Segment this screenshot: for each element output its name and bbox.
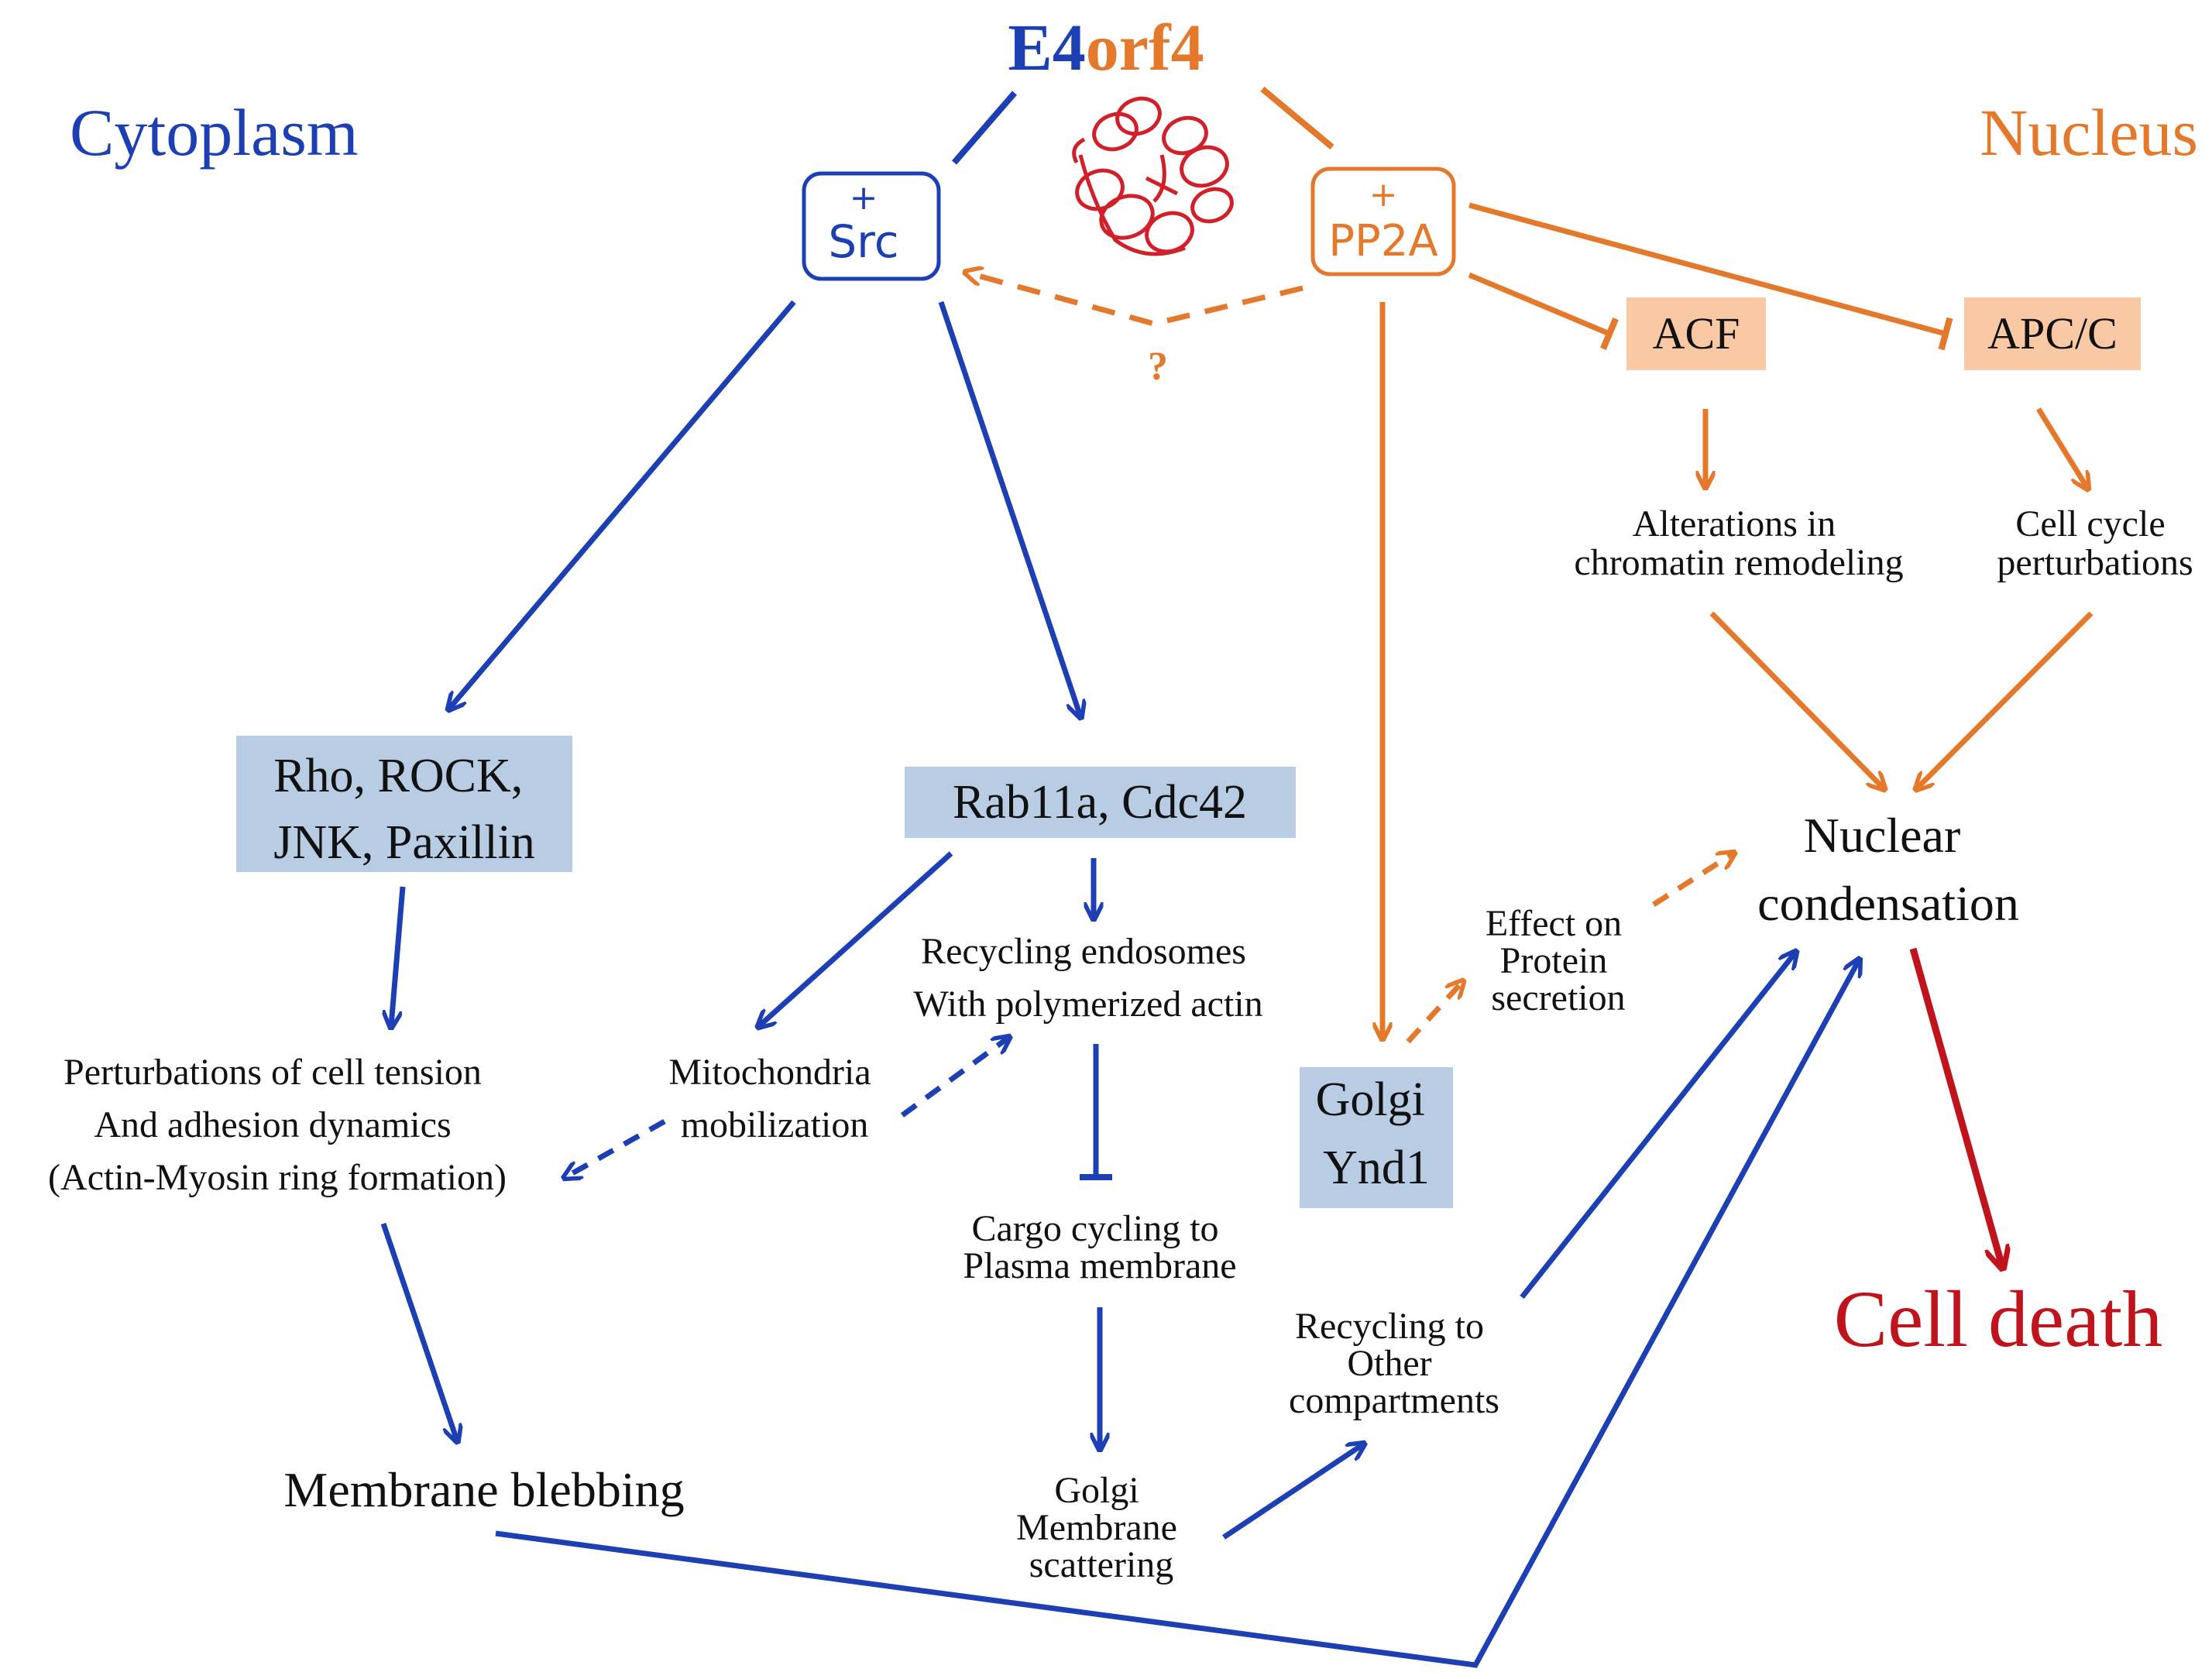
acf-label: ACF — [1653, 308, 1740, 359]
nuclear-line1: Nuclear — [1804, 808, 1961, 863]
cargo-line1: Cargo cycling to — [971, 1208, 1218, 1249]
apcc-box — [1964, 297, 2141, 370]
edge-src-rab — [938, 300, 1080, 716]
edge-nuclear-celldeath — [1909, 947, 2002, 1266]
edge-chromatin-nuclear — [1709, 611, 1884, 788]
chromatin-text: Alterations in chromatin remodeling — [1574, 503, 1903, 583]
rho-line2: JNK, Paxillin — [273, 816, 535, 869]
edge-mitochondria-perturbations-dashed — [565, 1118, 666, 1177]
recycling-other-line2: Other — [1347, 1343, 1431, 1384]
pp2a-sign: + — [1369, 175, 1398, 215]
golgi-ynd1-text: Golgi Ynd1 — [1316, 1073, 1437, 1194]
golgi-ynd1-box — [1300, 1067, 1453, 1208]
chromatin-line2: chromatin remodeling — [1574, 542, 1903, 583]
edge-e4orf4-pp2a — [1260, 86, 1334, 150]
chromatin-line1: Alterations in — [1633, 503, 1836, 544]
perturbations-line3: (Actin-Myosin ring formation) — [48, 1157, 507, 1198]
edge-rab-mitochondria — [759, 851, 953, 1026]
title-e4: E4 — [1008, 10, 1085, 84]
pp2a-label: PP2A — [1328, 216, 1437, 266]
mitochondria-text: Mitochondria mobilization — [668, 1052, 880, 1145]
edge-blebbing-nuclear — [495, 960, 1859, 1668]
rho-text: Rho, ROCK, JNK, Paxillin — [273, 750, 535, 869]
perturbations-line2: And adhesion dynamics — [94, 1104, 451, 1145]
src-label: Src — [828, 215, 898, 268]
edge-secretion-nuclear-dashed — [1652, 853, 1733, 907]
src-box — [802, 171, 941, 281]
golgi-scattering-line2: Membrane — [1016, 1507, 1177, 1548]
recycling-endosomes-text: Recycling endosomes With polymerized act… — [913, 931, 1262, 1025]
rho-box — [236, 736, 572, 872]
rab-text: Rab11a, Cdc42 — [953, 776, 1247, 829]
golgi-scattering-text: Golgi Membrane scattering — [1016, 1470, 1187, 1585]
endosomes-line1: Recycling endosomes — [921, 931, 1246, 972]
secretion-line3: secretion — [1491, 977, 1625, 1018]
mitochondria-line2: mobilization — [681, 1104, 869, 1145]
recycling-other-line1: Recycling to — [1295, 1306, 1484, 1347]
nuclear-line2: condensation — [1757, 876, 2019, 931]
protein-ribbon-structure-icon — [1072, 96, 1234, 256]
perturbations-line1: Perturbations of cell tension — [64, 1052, 482, 1093]
nucleus-label: Nucleus — [1980, 95, 2198, 170]
edge-mitochondria-endosomes-dashed — [900, 1038, 1008, 1118]
title-orf4: orf4 — [1086, 10, 1204, 84]
secretion-line1: Effect on — [1486, 903, 1622, 944]
perturbations-text: Perturbations of cell tension And adhesi… — [48, 1052, 507, 1198]
src-sign: + — [850, 178, 878, 218]
edge-rho-perturbations — [391, 886, 406, 1026]
recycling-other-text: Recycling to Other compartments — [1289, 1306, 1499, 1421]
rho-line1: Rho, ROCK, — [273, 750, 523, 802]
title: E4orf4 — [1008, 10, 1204, 84]
question-mark: ? — [1148, 345, 1168, 389]
cargo-text: Cargo cycling to Plasma membrane — [963, 1208, 1236, 1286]
cell-cycle-line2: perturbations — [1997, 542, 2193, 583]
cytoplasm-label: Cytoplasm — [70, 95, 359, 170]
edge-src-rho — [449, 300, 796, 709]
cell-death-text: Cell death — [1834, 1275, 2163, 1364]
cell-cycle-line1: Cell cycle — [2015, 503, 2165, 544]
golgi-scattering-line1: Golgi — [1054, 1470, 1139, 1511]
edge-cellcycle-nuclear — [1917, 611, 2094, 788]
golgi-scattering-line3: scattering — [1029, 1544, 1174, 1585]
edge-pp2a-src-dashed — [967, 273, 1304, 327]
edge-golgi-secretion-dashed — [1406, 982, 1462, 1044]
golgi-ynd1-line2: Ynd1 — [1323, 1142, 1430, 1194]
secretion-line2: Protein — [1500, 940, 1608, 981]
edge-apcc-cellcycle — [2036, 407, 2087, 488]
mitochondria-line1: Mitochondria — [668, 1052, 871, 1093]
edge-pp2a-apcc-inhibit — [1468, 202, 1953, 351]
edge-e4orf4-src — [951, 91, 1018, 165]
membrane-blebbing-text: Membrane blebbing — [283, 1462, 684, 1517]
acf-box — [1626, 297, 1766, 370]
cargo-line2: Plasma membrane — [963, 1245, 1236, 1286]
edge-pp2a-acf-inhibit — [1468, 272, 1620, 350]
recycling-other-line3: compartments — [1289, 1380, 1499, 1421]
nuclear-condensation-text: Nuclear condensation — [1757, 808, 2019, 931]
cell-cycle-text: Cell cycle perturbations — [1997, 503, 2193, 583]
apcc-label: APC/C — [1987, 308, 2118, 359]
edge-recycling-other-nuclear — [1520, 953, 1795, 1300]
pp2a-box — [1310, 167, 1456, 276]
protein-secretion-text: Effect on Protein secretion — [1486, 903, 1631, 1018]
endosomes-line2: With polymerized actin — [913, 984, 1262, 1025]
edge-perturbations-blebbing — [380, 1222, 457, 1440]
edge-golgi-scattering-recycling-other — [1222, 1444, 1363, 1540]
golgi-ynd1-line1: Golgi — [1316, 1073, 1425, 1126]
rab-box — [905, 767, 1296, 838]
